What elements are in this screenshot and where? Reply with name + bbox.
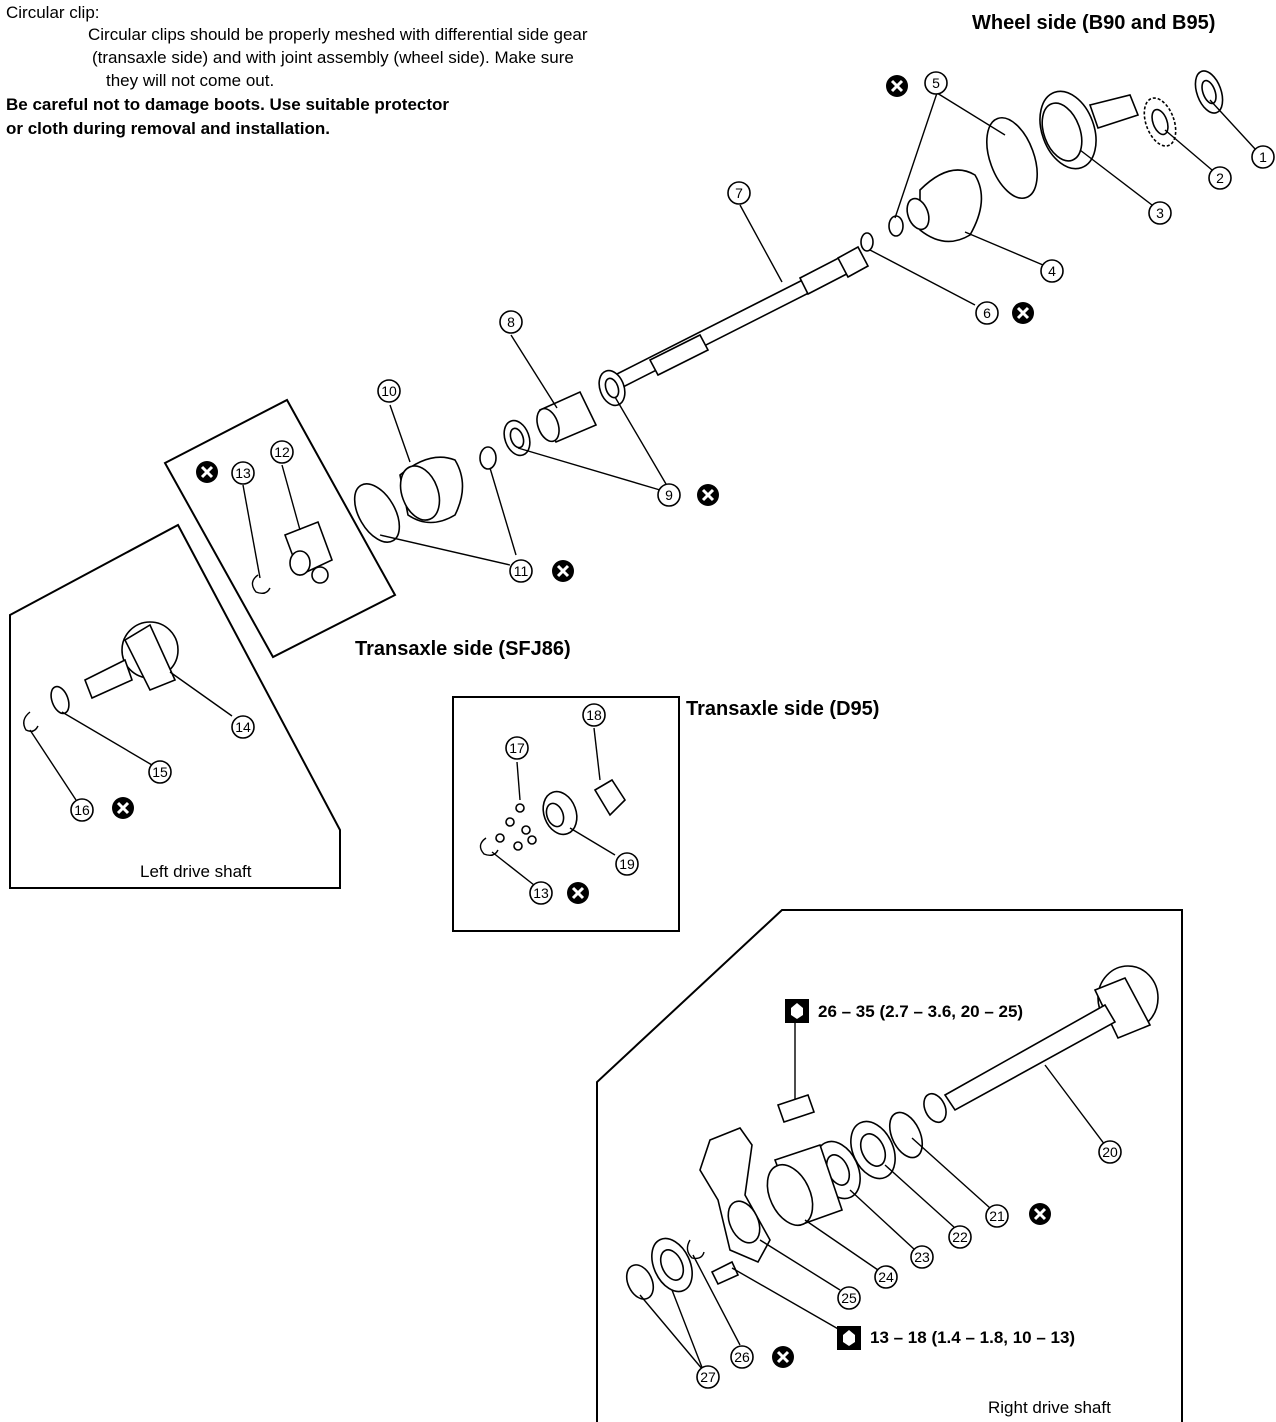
svg-text:16: 16 [74, 802, 90, 818]
callout-6: 6 [975, 301, 999, 325]
svg-text:5: 5 [932, 75, 940, 91]
leader-lines [29, 92, 1257, 1371]
svg-text:21: 21 [989, 1208, 1005, 1224]
d95-frame [452, 696, 680, 932]
callout-7: 7 [727, 181, 751, 205]
svg-text:7: 7 [735, 185, 743, 201]
replace-mark-icon [565, 880, 591, 906]
callout-11: 11 [509, 559, 533, 583]
torque-spec-lower: 13 – 18 (1.4 – 1.8, 10 – 13) [870, 1328, 1076, 1347]
d95-parts [479, 778, 627, 857]
torque-wrench-icon [785, 999, 809, 1023]
wheel-side-parts [860, 70, 1224, 252]
callout-14: 14 [231, 715, 255, 739]
callout-25: 25 [837, 1286, 861, 1310]
svg-text:10: 10 [381, 383, 397, 399]
callout-3: 3 [1148, 201, 1172, 225]
svg-text:9: 9 [665, 487, 673, 503]
left-drive-shaft-label: Left drive shaft [140, 862, 252, 881]
sfj86-parts [251, 520, 334, 595]
callout-16: 16 [70, 798, 94, 822]
callout-13-d95: 13 [529, 881, 553, 905]
svg-text:25: 25 [841, 1290, 857, 1306]
caution-text: or cloth during removal and installation… [6, 119, 330, 138]
svg-text:1: 1 [1259, 149, 1267, 165]
callout-9: 9 [657, 483, 681, 507]
left-shaft-parts [23, 621, 179, 733]
svg-text:17: 17 [509, 740, 525, 756]
svg-text:15: 15 [152, 764, 168, 780]
right-drive-shaft-frame [596, 909, 1183, 1422]
note-text: Circular clips should be properly meshed… [88, 25, 588, 44]
callout-27: 27 [696, 1365, 720, 1389]
svg-text:4: 4 [1048, 263, 1056, 279]
replace-mark-icon [884, 73, 910, 99]
callout-12: 12 [270, 440, 294, 464]
svg-text:24: 24 [878, 1269, 894, 1285]
callout-24: 24 [874, 1265, 898, 1289]
drive-shaft-part [613, 245, 870, 390]
replace-mark-icon [110, 795, 136, 821]
svg-text:14: 14 [235, 719, 251, 735]
svg-text:6: 6 [983, 305, 991, 321]
wheel-side-label: Wheel side (B90 and B95) [972, 12, 1216, 34]
callout-23: 23 [910, 1245, 934, 1269]
replace-mark-icon [194, 459, 220, 485]
note-text: (transaxle side) and with joint assembly… [92, 48, 574, 67]
callout-17: 17 [505, 736, 529, 760]
callout-15: 15 [148, 760, 172, 784]
svg-text:22: 22 [952, 1229, 968, 1245]
note-text: they will not come out. [106, 71, 275, 90]
callout-4: 4 [1040, 259, 1064, 283]
transaxle-sfj86-label: Transaxle side (SFJ86) [355, 638, 571, 660]
sfj86-frame [163, 398, 397, 659]
callout-13: 13 [231, 461, 255, 485]
replace-mark-icon [695, 482, 721, 508]
callout-22: 22 [948, 1225, 972, 1249]
callout-18: 18 [582, 703, 606, 727]
callout-2: 2 [1208, 166, 1232, 190]
svg-text:12: 12 [274, 444, 290, 460]
svg-text:2: 2 [1216, 170, 1224, 186]
svg-text:26: 26 [734, 1349, 750, 1365]
svg-text:11: 11 [514, 563, 529, 579]
svg-text:3: 3 [1156, 205, 1164, 221]
svg-text:19: 19 [619, 856, 635, 872]
svg-text:27: 27 [700, 1369, 716, 1385]
replace-mark-icon [770, 1344, 796, 1370]
callout-26: 26 [730, 1345, 754, 1369]
right-drive-shaft-label: Right drive shaft [988, 1398, 1111, 1417]
left-drive-shaft-frame [9, 523, 341, 889]
callout-5: 5 [924, 71, 948, 95]
replace-mark-icon [1027, 1201, 1053, 1227]
caution-text: Be careful not to damage boots. Use suit… [6, 95, 450, 114]
note-heading: Circular clip: [6, 3, 100, 22]
replace-mark-icon [1010, 300, 1036, 326]
svg-text:13: 13 [235, 465, 251, 481]
svg-text:13: 13 [533, 885, 549, 901]
callout-10: 10 [377, 379, 401, 403]
replace-mark-icon [550, 558, 576, 584]
torque-wrench-icon [837, 1326, 861, 1350]
svg-text:20: 20 [1102, 1144, 1118, 1160]
callout-8: 8 [499, 310, 523, 334]
svg-text:18: 18 [586, 707, 602, 723]
callout-20: 20 [1098, 1140, 1122, 1164]
transaxle-d95-label: Transaxle side (D95) [686, 698, 880, 720]
callout-1: 1 [1251, 145, 1275, 169]
svg-text:8: 8 [507, 314, 515, 330]
torque-spec-upper: 26 – 35 (2.7 – 3.6, 20 – 25) [818, 1002, 1024, 1021]
right-shaft-parts [625, 965, 1159, 1300]
callout-19: 19 [615, 852, 639, 876]
svg-text:23: 23 [914, 1249, 930, 1265]
callout-21: 21 [985, 1204, 1009, 1228]
